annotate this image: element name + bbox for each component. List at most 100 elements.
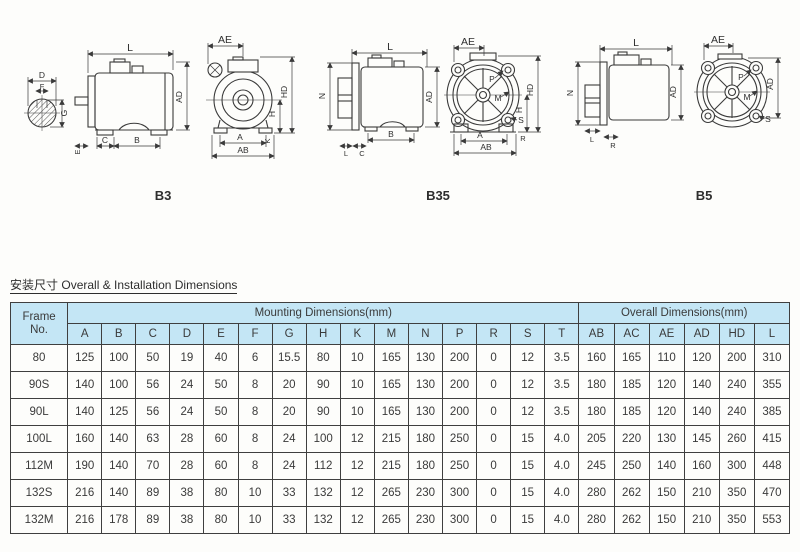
frame-no-cell: 132M xyxy=(9,506,69,534)
flange xyxy=(351,62,360,131)
dim-ab-label: AB xyxy=(480,142,492,152)
motor-body xyxy=(608,64,670,121)
dim-ae-label: AE xyxy=(711,34,725,46)
bolt-hole xyxy=(748,60,764,76)
dimension-cell: 10 xyxy=(339,398,375,426)
dimension-cell: 60 xyxy=(203,452,239,480)
dimension-cell: 50 xyxy=(203,398,239,426)
dim-ad-label: AD xyxy=(174,91,184,103)
dim-ae-label: AE xyxy=(461,36,475,48)
dimension-cell: 300 xyxy=(441,479,478,507)
dimension-cell: 3.5 xyxy=(544,398,580,426)
dimension-cell: 24 xyxy=(169,398,205,426)
dim-p-label: P xyxy=(738,72,744,82)
dim-ad-label: AD xyxy=(424,91,434,103)
dimension-cell: 10 xyxy=(339,344,375,372)
dimension-cell: 56 xyxy=(135,398,171,426)
dimension-cell: 240 xyxy=(718,398,755,426)
dimension-cell: 470 xyxy=(753,479,791,507)
dimension-cell: 180 xyxy=(578,371,615,399)
dim-c-label: C xyxy=(102,135,108,145)
bolt-hole xyxy=(700,108,716,124)
dim-hd-label: HD xyxy=(525,84,535,96)
dimension-cell: 60 xyxy=(203,425,239,453)
dimension-cell: 90 xyxy=(305,398,341,426)
caption-b5: B5 xyxy=(696,188,713,203)
dimension-cell: 0 xyxy=(476,452,512,480)
dimension-cell: 260 xyxy=(718,425,755,453)
dimension-cell: 300 xyxy=(441,506,478,534)
dimension-cell: 140 xyxy=(101,479,137,507)
column-header-G: G xyxy=(271,323,307,345)
dimension-cell: 130 xyxy=(407,371,443,399)
caption-b35: B35 xyxy=(426,188,450,203)
dimension-cell: 165 xyxy=(613,344,650,372)
frame-no-cell: 100L xyxy=(9,425,69,453)
dimension-cell: 20 xyxy=(271,398,307,426)
dim-b-label: B xyxy=(134,135,140,145)
dimension-cell: 50 xyxy=(135,344,171,372)
dim-n-label: N xyxy=(565,90,575,96)
dim-h-label: H xyxy=(514,107,524,113)
dimension-cell: 250 xyxy=(441,425,478,453)
dimension-cell: 63 xyxy=(135,425,171,453)
foot xyxy=(498,123,514,133)
dimension-cell: 140 xyxy=(683,398,720,426)
bolt-hole xyxy=(748,108,764,124)
dimension-cell: 3.5 xyxy=(544,344,580,372)
dimension-cell: 280 xyxy=(578,479,615,507)
dimension-cell: 0 xyxy=(476,425,512,453)
dimension-cell: 19 xyxy=(169,344,205,372)
dimension-cell: 190 xyxy=(67,452,103,480)
dimension-cell: 89 xyxy=(135,479,171,507)
dimension-cell: 215 xyxy=(373,452,409,480)
dimension-cell: 350 xyxy=(718,479,755,507)
dimension-cell: 200 xyxy=(718,344,755,372)
dimension-cell: 4.0 xyxy=(544,425,580,453)
dim-d-label: D xyxy=(39,70,45,80)
column-header-E: E xyxy=(203,323,239,345)
frame-no-cell: 80 xyxy=(9,344,69,372)
dim-l-label: L xyxy=(633,37,639,49)
dimension-cell: 8 xyxy=(237,425,273,453)
dim-l-label: L xyxy=(387,41,393,53)
dimension-cell: 100 xyxy=(101,371,137,399)
motor-body xyxy=(360,66,424,128)
dimension-cell: 150 xyxy=(648,506,685,534)
dimension-cell: 0 xyxy=(476,506,512,534)
dim-r-label: R xyxy=(610,141,616,150)
dim-f-label: F xyxy=(40,82,45,91)
dimension-cell: 160 xyxy=(67,425,103,453)
frame-no-cell: 132S xyxy=(9,479,69,507)
dimension-cell: 300 xyxy=(718,452,755,480)
frame-no-cell: 90S xyxy=(9,371,69,399)
dim-s-label: S xyxy=(765,114,771,124)
column-header-B: B xyxy=(101,323,137,345)
section-title-en: Overall & Installation Dimensions xyxy=(61,278,238,292)
dimension-cell: 4.0 xyxy=(544,506,580,534)
dimension-cell: 28 xyxy=(169,425,205,453)
dimension-cell: 140 xyxy=(648,452,685,480)
dimension-cell: 160 xyxy=(683,452,720,480)
shaft-section-diagram: D F G xyxy=(24,70,69,131)
dim-p-label: P xyxy=(489,74,495,84)
motor-body xyxy=(94,72,174,131)
b3-front-view: AE HD H A K AB xyxy=(206,34,295,159)
dim-ae-label: AE xyxy=(218,34,232,46)
dimension-cell: 240 xyxy=(718,371,755,399)
dimension-cell: 165 xyxy=(373,371,409,399)
dimension-cell: 180 xyxy=(407,452,443,480)
column-header-A: A xyxy=(67,323,103,345)
bolt-hole xyxy=(450,62,466,78)
dim-ad-label: AD xyxy=(765,78,775,90)
dimension-cell: 33 xyxy=(271,506,307,534)
dimension-cell: 140 xyxy=(67,398,103,426)
dimension-cell: 215 xyxy=(373,425,409,453)
dimension-cell: 90 xyxy=(305,371,341,399)
dimension-cell: 10 xyxy=(237,506,273,534)
